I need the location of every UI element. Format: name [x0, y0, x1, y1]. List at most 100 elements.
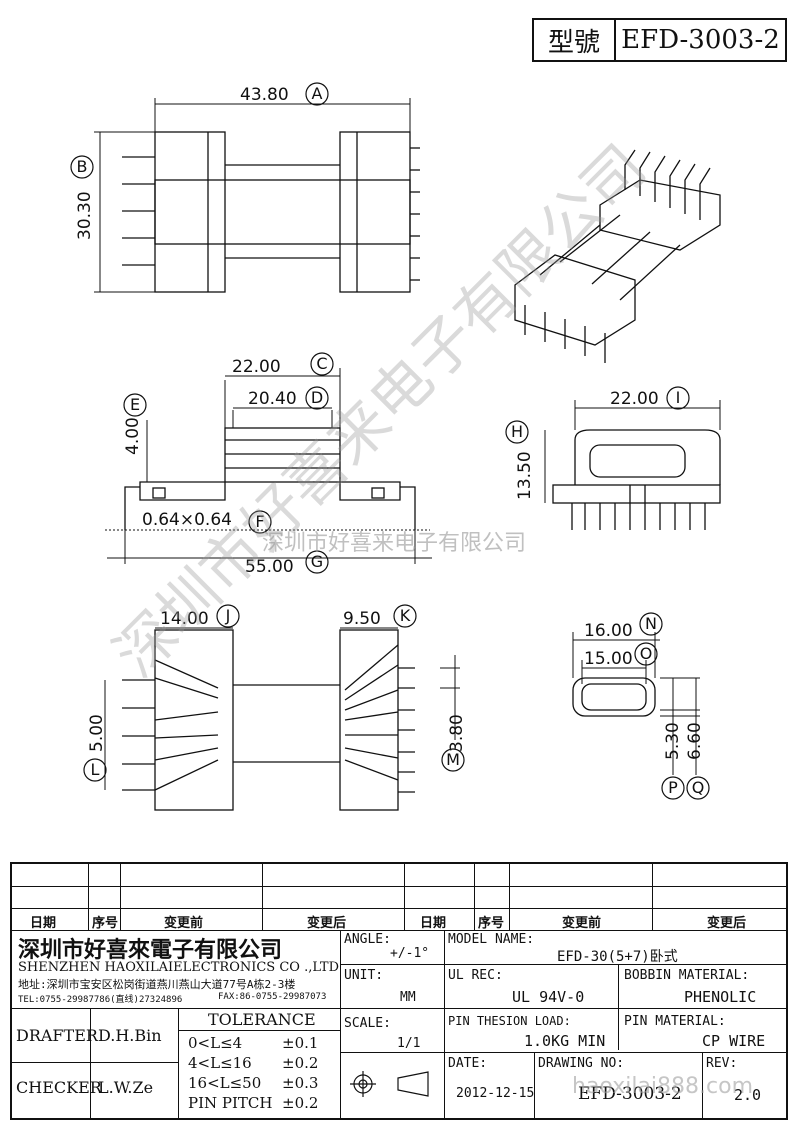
tolerance-value-2: ±0.2 — [282, 1054, 319, 1072]
model-name-value: EFD-30(5+7)卧式 — [557, 949, 678, 965]
tag-a: A — [312, 84, 323, 103]
dim-g-value: 55.00 — [245, 557, 294, 577]
rev-header-after-1: 变更后 — [307, 916, 347, 931]
dim-c-value: 22.00 — [232, 357, 281, 377]
side-view — [544, 400, 721, 530]
bottom-view-right-slots — [344, 644, 399, 781]
rev-header-no-1: 序号 — [92, 916, 119, 931]
bottom-view-left-pins — [122, 679, 155, 791]
tag-k: K — [400, 606, 411, 625]
rev-header-before-2: 变更前 — [562, 916, 602, 931]
rev-header-no-2: 序号 — [478, 916, 505, 931]
tolerance-value-1: ±0.1 — [282, 1034, 319, 1052]
tag-e: E — [130, 395, 140, 414]
top-view-left-pins — [122, 156, 155, 266]
projection-symbol-icon — [350, 1071, 429, 1097]
angle-label: ANGLE: — [344, 932, 391, 947]
tolerance-value-3: ±0.3 — [282, 1074, 319, 1092]
cross-section-view — [572, 632, 700, 775]
drawing-no-value: EFD-3003-2 — [578, 1084, 682, 1104]
rev-header-date-1: 日期 — [30, 916, 57, 931]
drafter-label: DRAFTER — [16, 1026, 98, 1045]
pin-load-value: 1.0KG MIN — [524, 1032, 606, 1050]
company-tel: TEL:0755-29987786(直线)27324896 — [18, 995, 183, 1005]
date-label: DATE: — [448, 1056, 488, 1071]
tag-q: Q — [692, 778, 705, 797]
tolerance-range-4: PIN PITCH — [188, 1094, 273, 1112]
model-number: EFD-3003-2 — [621, 25, 780, 55]
tag-f: F — [255, 512, 264, 531]
drawing-no-label: DRAWING NO: — [538, 1056, 625, 1071]
watermark-diagonal: 深圳市好喜来电子有限公司 — [101, 132, 660, 691]
company-name-en: SHENZHEN HAOXILAIELECTRONICS CO .,LTD — [18, 960, 340, 975]
ul-rec-value: UL 94V-0 — [512, 988, 585, 1006]
dim-l-value: 5.00 — [87, 714, 107, 752]
isometric-pins-top — [624, 149, 711, 220]
title-block: 日期 序号 变更前 变更后 日期 序号 变更前 变更后 深圳市好喜來電子有限公司… — [10, 862, 788, 1120]
checker-name: L.W.Ze — [98, 1078, 154, 1097]
watermark-horizontal: 深圳市好喜来电子有限公司 — [262, 531, 526, 556]
pin-material-label: PIN MATERIAL: — [624, 1014, 726, 1029]
dim-q-value: 6.60 — [685, 722, 705, 760]
side-view-pins — [571, 485, 706, 530]
scale-value: 1/1 — [397, 1036, 421, 1051]
model-name-label: MODEL NAME: — [448, 932, 535, 947]
unit-label: UNIT: — [344, 968, 384, 983]
tolerance-value-4: ±0.2 — [282, 1094, 319, 1112]
model-title-box: 型號 EFD-3003-2 — [532, 18, 787, 62]
company-address: 地址:深圳市宝安区松岗街道燕川燕山大道77号A栋2-3楼 — [18, 978, 296, 991]
tolerance-range-1: 0<L≤4 — [188, 1034, 243, 1052]
tag-g: G — [311, 552, 323, 571]
front-view — [105, 368, 432, 564]
rev-header-date-2: 日期 — [420, 916, 447, 931]
dim-b-value: 30.30 — [75, 191, 95, 240]
bottom-view — [104, 627, 460, 811]
rev-value: 2.0 — [734, 1086, 762, 1104]
dim-n-value: 16.00 — [584, 621, 633, 641]
unit-value: MM — [400, 990, 416, 1005]
company-name-cn: 深圳市好喜來電子有限公司 — [18, 937, 283, 963]
checker-label: CHECKER — [16, 1078, 102, 1097]
dim-h-value: 13.50 — [515, 451, 535, 500]
watermark-site: haoxilai888.com — [572, 1074, 754, 1099]
bobbin-material-label: BOBBIN MATERIAL: — [624, 968, 750, 983]
ul-rec-label: UL REC: — [448, 968, 503, 983]
angle-value: +/-1° — [390, 946, 430, 961]
company-fax: FAX:86-0755-29987073 — [218, 992, 327, 1002]
dim-i-value: 22.00 — [610, 389, 659, 409]
tag-i: I — [676, 388, 681, 407]
tag-p: P — [668, 778, 678, 797]
bottom-view-left-slots — [154, 659, 219, 791]
pin-material-value: CP WIRE — [702, 1032, 766, 1050]
dim-e-value: 4.00 — [123, 417, 143, 455]
dim-m-value: 3.80 — [447, 714, 467, 752]
top-view — [94, 98, 420, 293]
dim-k-value: 9.50 — [343, 609, 381, 629]
tolerance-title: TOLERANCE — [208, 1010, 316, 1029]
tag-c: C — [316, 354, 327, 373]
scale-label: SCALE: — [344, 1016, 391, 1031]
rev-header-after-2: 变更后 — [707, 916, 747, 931]
tag-n: N — [645, 614, 657, 633]
dim-a-value: 43.80 — [240, 85, 289, 105]
bottom-view-right-pins — [398, 667, 415, 793]
isometric-view — [514, 149, 721, 363]
dim-f-value: 0.64×0.64 — [142, 510, 232, 530]
date-value: 2012-12-15 — [456, 1086, 535, 1101]
tag-b: B — [77, 157, 88, 176]
tag-j: J — [225, 606, 231, 625]
dim-d-value: 20.40 — [248, 389, 297, 409]
dim-p-value: 5.30 — [663, 722, 683, 760]
tolerance-range-2: 4<L≤16 — [188, 1054, 252, 1072]
drafter-name: D.H.Bin — [98, 1026, 162, 1045]
tag-l: L — [91, 760, 100, 779]
tolerance-range-3: 16<L≤50 — [188, 1074, 262, 1092]
bobbin-material-value: PHENOLIC — [684, 988, 757, 1006]
model-label: 型號 — [534, 20, 616, 60]
top-view-right-pins — [410, 147, 420, 281]
dim-j-value: 14.00 — [160, 609, 209, 629]
technical-drawing: 43.80 30.30 22.00 20.40 4.00 0.64×0.64 5… — [70, 82, 721, 811]
tag-m: M — [446, 750, 460, 769]
tag-o: O — [640, 644, 653, 663]
isometric-pins-bottom — [524, 305, 606, 363]
